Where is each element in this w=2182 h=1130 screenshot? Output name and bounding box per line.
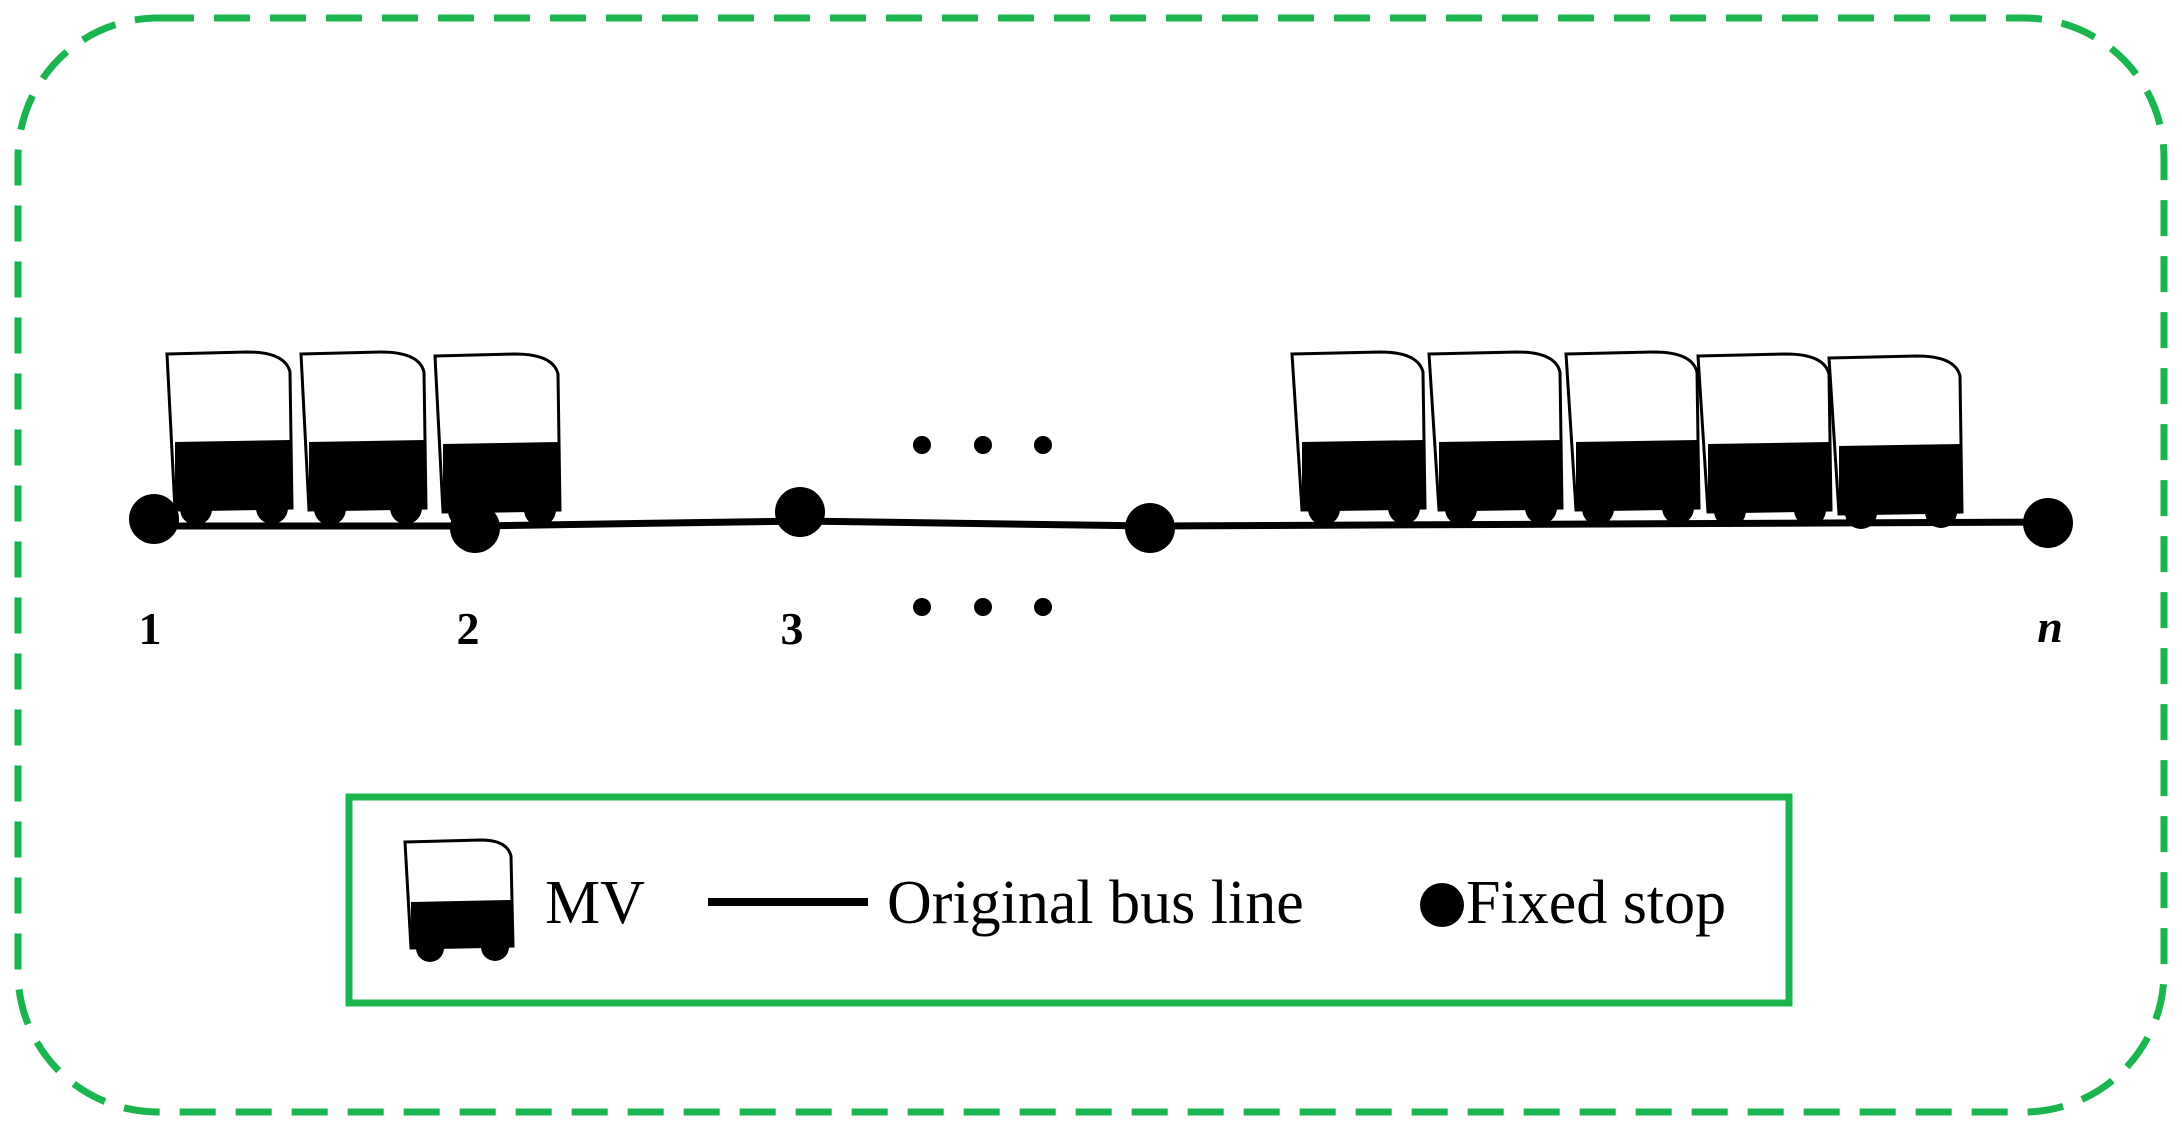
ellipsis-dot	[1034, 436, 1052, 454]
mv-fleet-left	[165, 350, 562, 527]
ellipsis-dot	[1034, 598, 1052, 616]
ellipsis-dot	[913, 436, 931, 454]
ellipsis-dot	[913, 598, 931, 616]
mv-fleet-right	[1290, 350, 1964, 529]
fixed-stop-3	[775, 487, 825, 537]
stop-label-2: 2	[456, 603, 480, 654]
stop-label-1: 1	[138, 603, 162, 654]
bus-line-segment-2	[474, 517, 801, 530]
legend-mv-label: MV	[545, 869, 645, 937]
legend-stop-sample	[1420, 883, 1464, 927]
mv-vehicle	[433, 352, 562, 527]
mv-vehicle	[299, 350, 428, 525]
ellipsis-top	[913, 436, 1052, 454]
legend-line-label: Original bus line	[887, 869, 1304, 937]
mv-vehicle	[1290, 350, 1427, 525]
stop-label-3: 3	[780, 603, 804, 654]
bus-line	[155, 517, 2049, 530]
fixed-stop-n	[2023, 498, 2073, 548]
ellipsis-bottom	[913, 598, 1052, 616]
legend-box	[345, 793, 1793, 1007]
fixed-stops	[129, 487, 2073, 553]
mv-vehicle	[1564, 350, 1701, 525]
legend-stop-label: Fixed stop	[1466, 869, 1727, 937]
bus-line-segment-3	[799, 517, 1151, 530]
legend-mv-icon	[403, 838, 515, 962]
mv-vehicle	[165, 350, 294, 525]
ellipsis-dot	[974, 436, 992, 454]
outer-dashed-frame	[14, 14, 2168, 1116]
fixed-stop-1	[129, 494, 179, 544]
mv-vehicle	[1696, 352, 1833, 527]
stop-label-n: n	[2037, 601, 2063, 652]
mv-vehicle	[1427, 350, 1564, 525]
mv-vehicle	[1827, 354, 1964, 529]
fixed-stop-4	[1125, 503, 1175, 553]
ellipsis-dot	[974, 598, 992, 616]
fixed-stop-2	[450, 503, 500, 553]
